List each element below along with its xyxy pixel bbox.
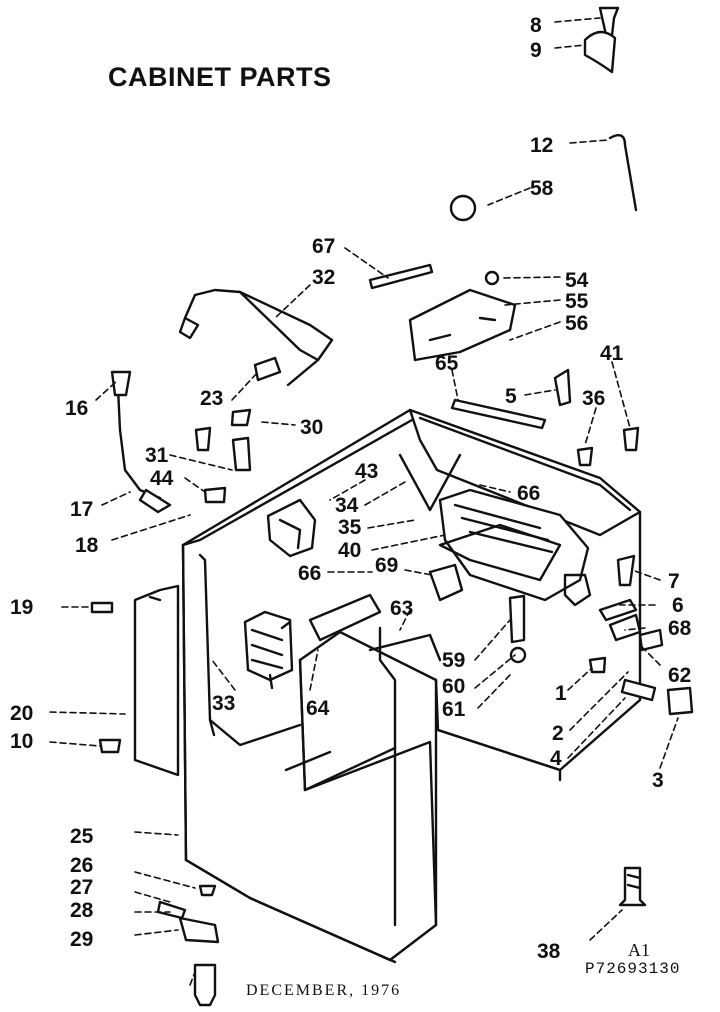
callout-62: 62 [668, 664, 691, 687]
callout-26: 26 [70, 854, 93, 877]
control-tray [438, 488, 592, 607]
callout-61: 61 [442, 698, 466, 721]
callout-38: 38 [537, 940, 561, 963]
callout-6: 6 [672, 594, 684, 617]
callout-40: 40 [338, 539, 361, 562]
callout-10: 10 [10, 730, 33, 753]
callout-63: 63 [390, 597, 413, 620]
callout-33: 33 [212, 692, 235, 715]
callout-labels: 8 9 12 58 67 32 54 55 56 65 41 5 36 16 2… [10, 14, 692, 963]
callout-20: 20 [10, 702, 33, 725]
leader-lines [49, 17, 679, 986]
footer-code-a: A1 [628, 940, 650, 960]
callout-65: 65 [435, 352, 459, 375]
callout-34: 34 [335, 494, 359, 517]
diagram-title: CABINET PARTS [108, 62, 332, 92]
callout-25: 25 [70, 825, 94, 848]
callout-55: 55 [565, 290, 589, 313]
callout-69: 69 [375, 554, 398, 577]
callout-32: 32 [312, 266, 335, 289]
callout-1: 1 [555, 682, 567, 705]
callout-64: 64 [306, 697, 330, 720]
callout-27: 27 [70, 876, 93, 899]
callout-19: 19 [10, 596, 33, 619]
callout-7: 7 [668, 570, 680, 593]
callout-3: 3 [652, 769, 664, 792]
callout-67: 67 [312, 235, 335, 258]
footer-code-b: P72693130 [585, 960, 681, 978]
drain-hose [110, 370, 172, 514]
callout-16: 16 [65, 397, 88, 420]
callout-23: 23 [200, 387, 223, 410]
hinge-plate [408, 270, 517, 362]
callout-59: 59 [442, 649, 465, 672]
footer-date: DECEMBER, 1976 [246, 982, 402, 999]
callout-44: 44 [150, 467, 174, 490]
callout-31: 31 [145, 444, 169, 467]
callout-8: 8 [530, 14, 542, 37]
callout-18: 18 [75, 534, 99, 557]
callout-28: 28 [70, 899, 94, 922]
callout-35: 35 [338, 516, 362, 539]
side-panel [133, 584, 180, 777]
callout-5: 5 [505, 385, 517, 408]
small-parts [90, 6, 694, 1007]
callout-4: 4 [550, 747, 562, 770]
callout-60: 60 [442, 675, 465, 698]
callout-56: 56 [565, 312, 588, 335]
callout-30: 30 [300, 416, 323, 439]
callout-66b: 66 [298, 562, 321, 585]
callout-29: 29 [70, 928, 93, 951]
callout-2: 2 [552, 722, 564, 745]
callout-54: 54 [565, 269, 589, 292]
fill-hose [178, 288, 334, 387]
callout-12: 12 [530, 134, 553, 157]
timer-assembly [243, 610, 294, 690]
callout-68: 68 [668, 617, 692, 640]
callout-17: 17 [70, 498, 93, 521]
callout-9: 9 [530, 39, 542, 62]
callout-41: 41 [600, 342, 624, 365]
callout-58: 58 [530, 177, 554, 200]
callout-43: 43 [355, 460, 378, 483]
switch-bracket [266, 498, 317, 558]
callout-66a: 66 [517, 482, 540, 505]
callout-36: 36 [582, 387, 605, 410]
